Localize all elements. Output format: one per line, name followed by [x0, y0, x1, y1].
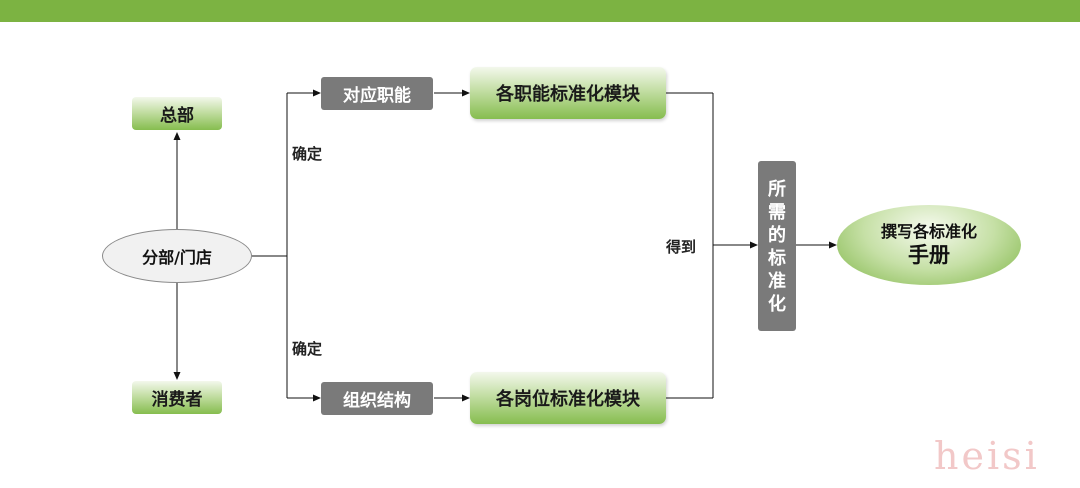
- vertical-char: 所: [768, 178, 786, 200]
- vertical-char: 标: [768, 248, 786, 269]
- watermark-text: heisi: [934, 434, 1040, 478]
- node-position-module: 各岗位标准化模块: [470, 372, 666, 424]
- node-org-structure: 组织结构: [321, 382, 433, 415]
- manual-line-2: 手册: [908, 242, 950, 267]
- vertical-char: 需: [768, 201, 786, 223]
- node-function-module: 各职能标准化模块: [470, 67, 666, 119]
- node-branch-store: 分部/门店: [102, 229, 252, 283]
- label-determine-bottom: 确定: [292, 340, 323, 358]
- label-determine-top: 确定: [292, 145, 323, 163]
- top-accent-bar: [0, 0, 1080, 22]
- node-consumer: 消费者: [132, 381, 222, 414]
- vertical-char: 准: [768, 271, 786, 293]
- node-required-standard: 所 需 的 标 准 化: [758, 161, 796, 331]
- manual-line-1: 撰写各标准化: [880, 221, 977, 241]
- vertical-char: 化: [768, 294, 786, 316]
- vertical-char: 的: [768, 224, 786, 246]
- node-manual: 撰写各标准化 手册: [837, 205, 1021, 285]
- label-obtain: 得到: [666, 238, 697, 256]
- node-headquarters: 总部: [132, 97, 222, 130]
- node-corresponding-function: 对应职能: [321, 77, 433, 110]
